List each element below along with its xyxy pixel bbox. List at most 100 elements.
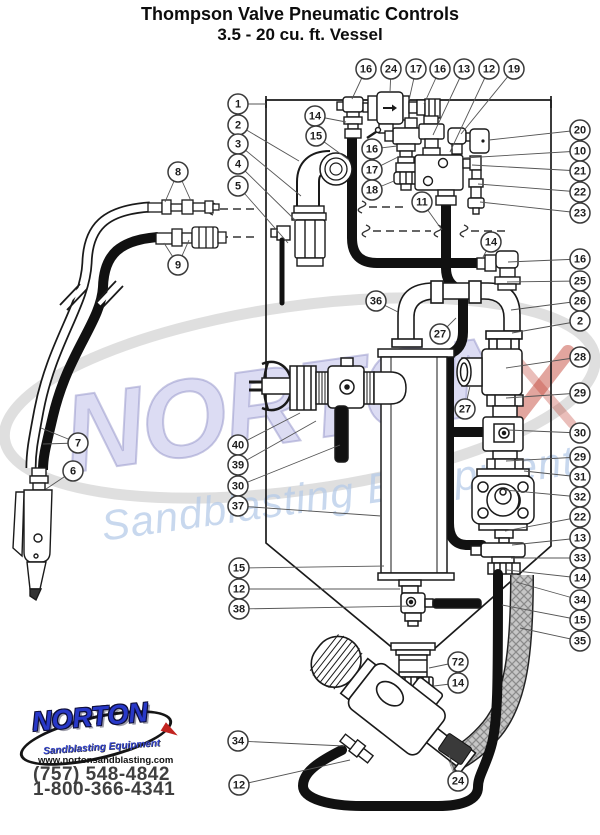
callout-label-7: 7: [75, 438, 81, 450]
logo-pencil-icon: [160, 722, 181, 740]
leader-line-19: [460, 68, 515, 135]
callout-label-36: 36: [370, 296, 382, 308]
callout-15: [569, 609, 591, 631]
twinline-hoses: [25, 201, 159, 471]
callout-label-13: 13: [574, 533, 586, 545]
callout-6: [62, 460, 84, 482]
leader-line-12: [449, 68, 490, 153]
regulator: [471, 468, 535, 531]
matchlines: [208, 200, 507, 244]
header-arch: [391, 280, 523, 351]
callout-29: [569, 382, 591, 404]
callout-label-38: 38: [233, 604, 245, 616]
callout-label-25: 25: [574, 276, 586, 288]
norton-logo: NORTON Sandblasting Equipment www.norton…: [15, 697, 196, 814]
callout-72: [447, 651, 469, 673]
leader-line-30: [507, 429, 581, 434]
callout-16: [569, 248, 591, 270]
title-line-1: Thompson Valve Pneumatic Controls: [140, 4, 460, 24]
callout-label-12: 12: [483, 64, 495, 76]
callout-21: [569, 160, 591, 182]
coupling-row-2: [155, 226, 227, 249]
leader-line-29: [505, 392, 581, 399]
leader-line-20: [488, 129, 581, 141]
callout-30: [569, 422, 591, 444]
callout-label-34: 34: [574, 595, 587, 607]
callout-label-1: 1: [235, 99, 241, 111]
leader-line-2: [511, 320, 581, 334]
inlet-elbow-fittings: [476, 250, 521, 291]
callout-label-10: 10: [574, 146, 586, 158]
leader-line-4: [237, 163, 297, 222]
callout-14: [447, 672, 469, 694]
callout-label-22: 22: [574, 512, 586, 524]
callout-label-15: 15: [310, 131, 322, 143]
media-valve-assembly: [249, 357, 407, 463]
callout-2: [569, 310, 591, 332]
callout-label-22: 22: [574, 187, 586, 199]
callout-15: [305, 125, 327, 147]
callout-label-16: 16: [434, 64, 446, 76]
callout-label-24: 24: [452, 776, 465, 788]
callout-label-30: 30: [232, 481, 244, 493]
watermark-pencil-icon: [509, 351, 577, 429]
leader-line-39: [237, 420, 317, 466]
callout-1: [227, 93, 249, 115]
callout-4: [227, 153, 249, 175]
leader-line-22: [477, 183, 581, 193]
callout-label-2: 2: [235, 120, 241, 132]
callout-label-18: 18: [366, 185, 378, 197]
callout-38: [228, 598, 250, 620]
callout-label-27: 27: [459, 404, 471, 416]
watermark-swoosh-icon: [0, 292, 600, 504]
leader-line-13: [511, 537, 581, 546]
callout-label-20: 20: [574, 125, 586, 137]
leader-line-5: [237, 185, 289, 244]
callout-16: [429, 58, 451, 80]
callout-label-14: 14: [309, 111, 322, 123]
leader-line-2: [237, 124, 300, 162]
callout-label-12: 12: [233, 584, 245, 596]
callout-7: [67, 432, 89, 454]
muffler-elbow-assembly: [270, 150, 353, 306]
callout-8: [167, 161, 189, 183]
control-hose-loop: [297, 569, 503, 811]
callout-16: [361, 138, 383, 160]
leader-line-16: [507, 258, 581, 263]
callout-34: [227, 730, 249, 752]
drain-valve: [400, 592, 482, 627]
callout-label-27: 27: [434, 329, 446, 341]
callout-24: [380, 58, 402, 80]
callout-label-21: 21: [574, 166, 586, 178]
callout-label-14: 14: [452, 678, 465, 690]
callout-20: [569, 119, 591, 141]
callout-label-35: 35: [574, 636, 586, 648]
leader-line-28: [505, 356, 581, 369]
callout-label-40: 40: [232, 440, 244, 452]
callout-23: [569, 202, 591, 224]
callout-35: [569, 630, 591, 652]
callout-17: [405, 58, 427, 80]
pilot-hose-mid: [444, 288, 487, 550]
callout-27: [429, 323, 451, 345]
callout-label-6: 6: [70, 466, 76, 478]
callout-37: [227, 495, 249, 517]
callout-label-2: 2: [577, 316, 583, 328]
callout-label-14: 14: [574, 573, 587, 585]
callout-label-13: 13: [458, 64, 470, 76]
leader-line-21: [471, 164, 581, 172]
page-title: Thompson Valve Pneumatic Controls 3.5 - …: [0, 4, 600, 45]
callout-12: [478, 58, 500, 80]
callout-label-16: 16: [366, 144, 378, 156]
leader-line-37: [237, 505, 382, 517]
pressure-train: [456, 348, 535, 575]
leader-line-38: [238, 605, 415, 610]
callout-19: [503, 58, 525, 80]
callout-22: [569, 506, 591, 528]
leader-line-15: [238, 565, 385, 569]
callout-label-26: 26: [574, 296, 586, 308]
callout-15: [228, 557, 250, 579]
coupling-row-1: [147, 199, 220, 215]
